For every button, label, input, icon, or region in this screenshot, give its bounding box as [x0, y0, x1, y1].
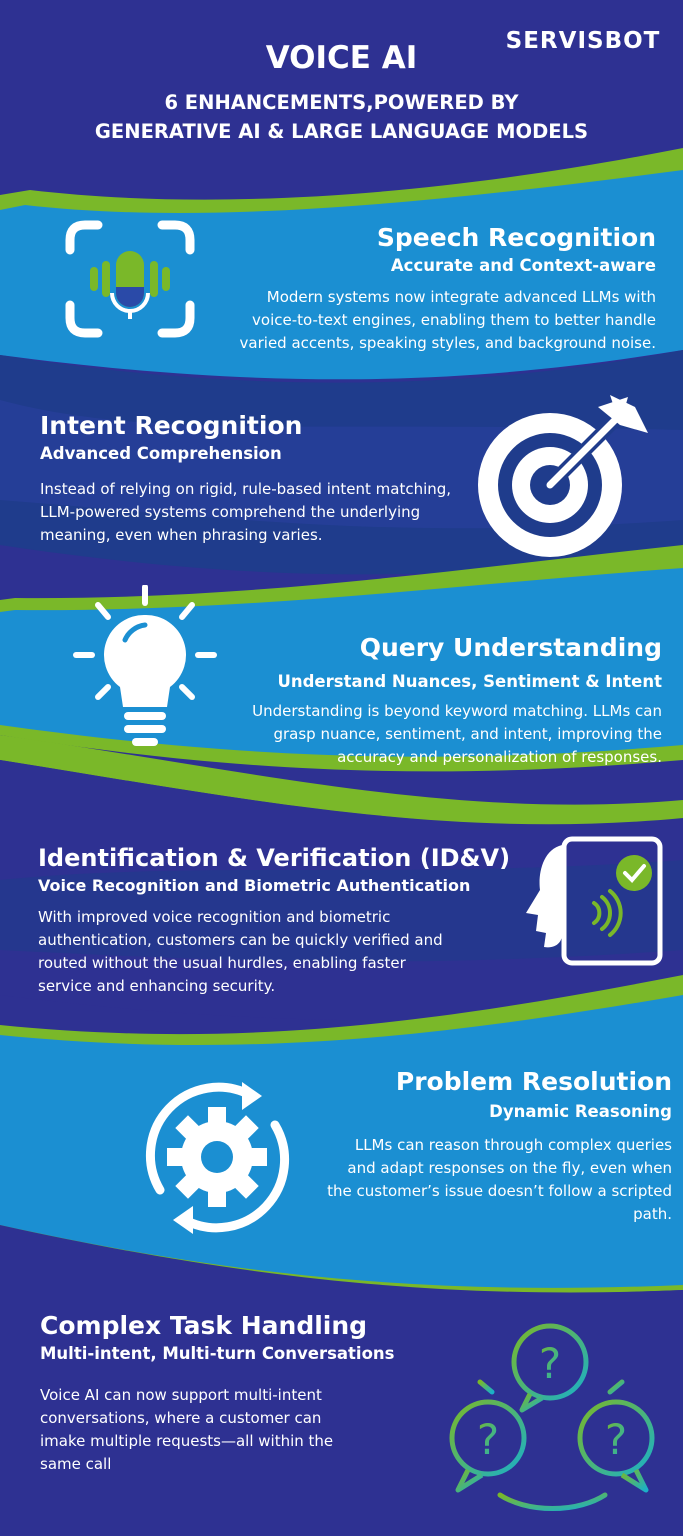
section-title: Complex Task Handling — [40, 1311, 368, 1340]
voice-verification-icon — [522, 835, 667, 967]
target-icon — [470, 385, 655, 560]
section-description: With improved voice recognition and biom… — [38, 908, 443, 995]
page-title: VOICE AI — [265, 40, 418, 76]
section-intent-recognition: Intent Recognition Advanced Comprehensio… — [40, 410, 465, 547]
section-description: Understanding is beyond keyword matching… — [252, 702, 662, 766]
section-subtitle: Accurate and Context-aware — [390, 256, 656, 275]
section-subtitle: Voice Recognition and Biometric Authenti… — [38, 876, 471, 895]
microphone-icon — [60, 215, 200, 345]
section-title: Identification & Verification (ID&V) — [38, 844, 511, 872]
section-title: Problem Resolution — [395, 1067, 672, 1096]
svg-text:?: ? — [477, 1415, 499, 1464]
section-title: Speech Recognition — [376, 223, 656, 252]
section-title: Query Understanding — [359, 633, 662, 662]
question-bubbles-icon: ? ? ? — [440, 1320, 665, 1525]
section-subtitle: Understand Nuances, Sentiment & Intent — [277, 672, 662, 691]
section-identification-verification: Identification & Verification (ID&V) Voi… — [38, 842, 513, 998]
section-description: LLMs can reason through complex queries … — [327, 1136, 672, 1223]
section-description: Voice AI can now support multi-intent co… — [40, 1386, 334, 1473]
section-speech-recognition: Speech Recognition Accurate and Context-… — [222, 222, 656, 355]
section-subtitle: Advanced Comprehension — [40, 444, 282, 463]
section-subtitle: Dynamic Reasoning — [489, 1102, 672, 1121]
section-title: Intent Recognition — [40, 411, 303, 440]
servisbot-logo: SERVISBOT — [505, 28, 661, 54]
svg-text:?: ? — [539, 1339, 561, 1388]
section-description: Modern systems now integrate advanced LL… — [239, 288, 656, 352]
section-problem-resolution: Problem Resolution Dynamic Reasoning LLM… — [322, 1066, 672, 1226]
subtitle-line-2: GENERATIVE AI & LARGE LANGUAGE MODELS — [94, 120, 589, 143]
section-query-understanding: Query Understanding Understand Nuances, … — [232, 632, 662, 769]
gear-cycle-icon — [130, 1070, 305, 1245]
section-complex-task-handling: Complex Task Handling Multi-intent, Mult… — [40, 1310, 430, 1476]
subtitle-line-1: 6 ENHANCEMENTS,POWERED BY — [164, 91, 519, 114]
page-subtitle: 6 ENHANCEMENTS,POWERED BY GENERATIVE AI … — [40, 88, 643, 146]
section-subtitle: Multi-intent, Multi-turn Conversations — [40, 1344, 395, 1363]
svg-text:?: ? — [605, 1415, 627, 1464]
section-description: Instead of relying on rigid, rule-based … — [40, 480, 452, 544]
lightbulb-icon — [70, 584, 220, 755]
